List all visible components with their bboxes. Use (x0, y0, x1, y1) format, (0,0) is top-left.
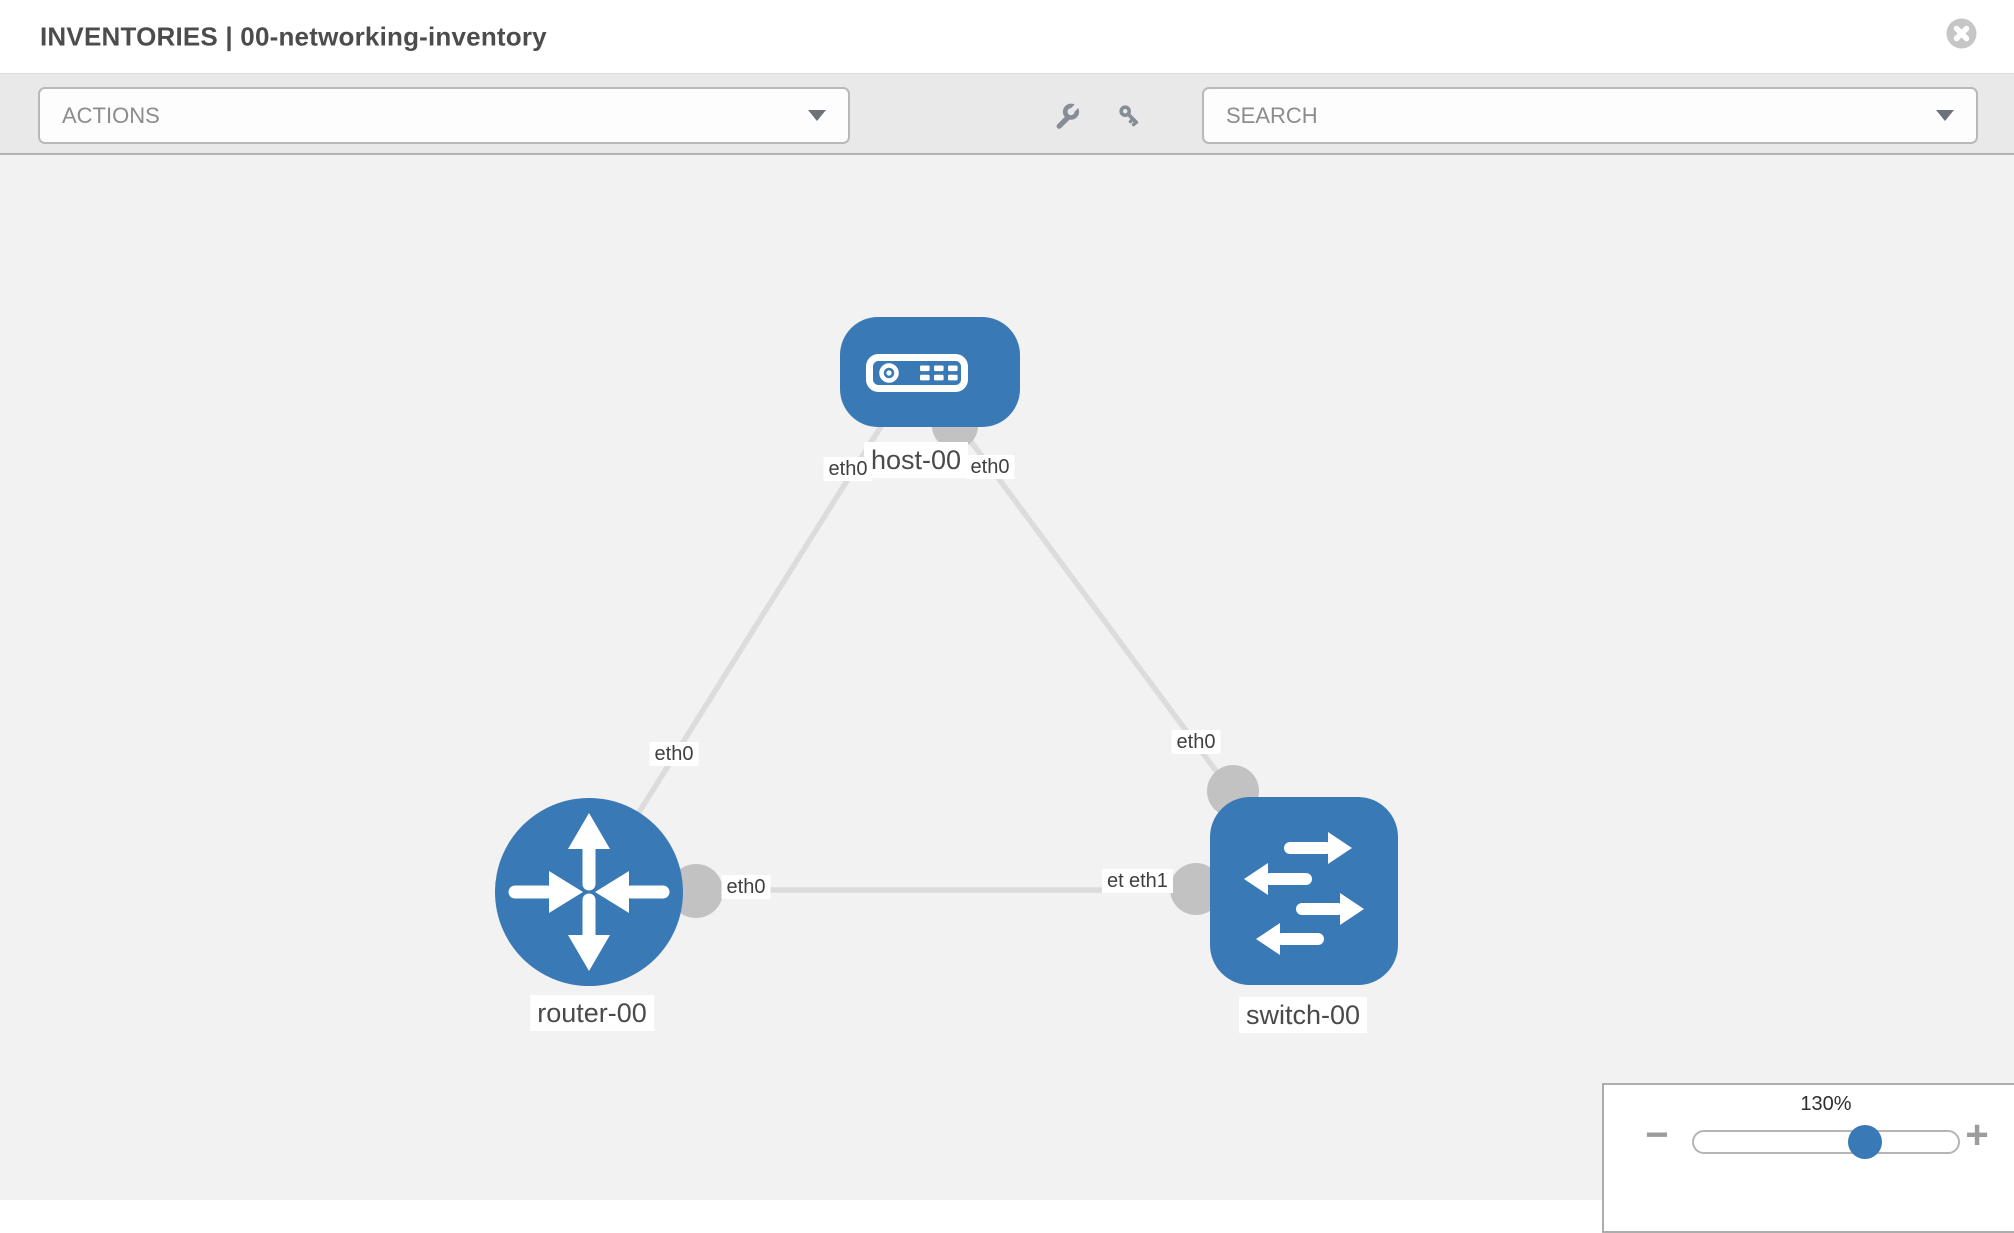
search-dropdown[interactable]: SEARCH (1202, 87, 1978, 144)
connector-router-right[interactable] (669, 864, 723, 918)
node-router-00[interactable] (495, 798, 683, 986)
host-device-icon (866, 354, 968, 392)
search-dropdown-label: SEARCH (1226, 102, 1318, 128)
interface-label-host-to-router: eth0 (823, 457, 873, 481)
interface-label-host-to-switch: eth0 (965, 455, 1015, 479)
node-label-host: host-00 (863, 442, 969, 478)
topology-svg (495, 317, 1398, 986)
connector-switch-left[interactable] (1170, 863, 1222, 915)
configure-button[interactable] (1054, 102, 1080, 129)
link-host-switch[interactable] (952, 418, 1263, 832)
topology-canvas[interactable]: host-00 router-00 switch-00 eth0 eth0 et… (0, 155, 2014, 1233)
interface-label-switch-to-host: eth0 (1171, 730, 1221, 754)
zoom-level-value: 130% (1800, 1093, 1852, 1115)
close-circle-icon (1946, 18, 1977, 49)
panel-header: INVENTORIES | 00-networking-inventory (0, 0, 2014, 73)
node-switch-00[interactable] (1210, 797, 1398, 985)
node-label-router: router-00 (530, 995, 654, 1031)
close-button[interactable] (1946, 18, 1977, 49)
zoom-slider-track[interactable] (1692, 1130, 1960, 1154)
interface-label-switch-to-router: eth1 (1124, 869, 1173, 893)
router-arrows-icon (508, 813, 670, 971)
chevron-down-icon (808, 110, 826, 121)
node-host-00[interactable] (840, 317, 1020, 427)
toolbar: ACTIONS SEARCH (0, 73, 2014, 155)
actions-dropdown-label: ACTIONS (62, 102, 160, 128)
actions-dropdown[interactable]: ACTIONS (38, 87, 850, 144)
zoom-slider-handle[interactable] (1848, 1125, 1882, 1159)
zoom-out-button[interactable]: − (1642, 1115, 1672, 1155)
switch-arrows-icon (1244, 832, 1364, 955)
node-label-switch: switch-00 (1238, 997, 1368, 1033)
zoom-in-button[interactable]: + (1962, 1115, 1992, 1155)
zoom-control-panel: 130% − + (1602, 1083, 2014, 1233)
interface-label-router-to-host: eth0 (649, 742, 699, 766)
interface-label-router-to-switch: eth0 (721, 875, 771, 899)
page-title: INVENTORIES | 00-networking-inventory (40, 21, 547, 51)
wrench-icon (1056, 102, 1080, 129)
key-button[interactable] (1117, 103, 1143, 129)
key-icon (1119, 105, 1139, 127)
chevron-down-icon (1936, 110, 1954, 121)
